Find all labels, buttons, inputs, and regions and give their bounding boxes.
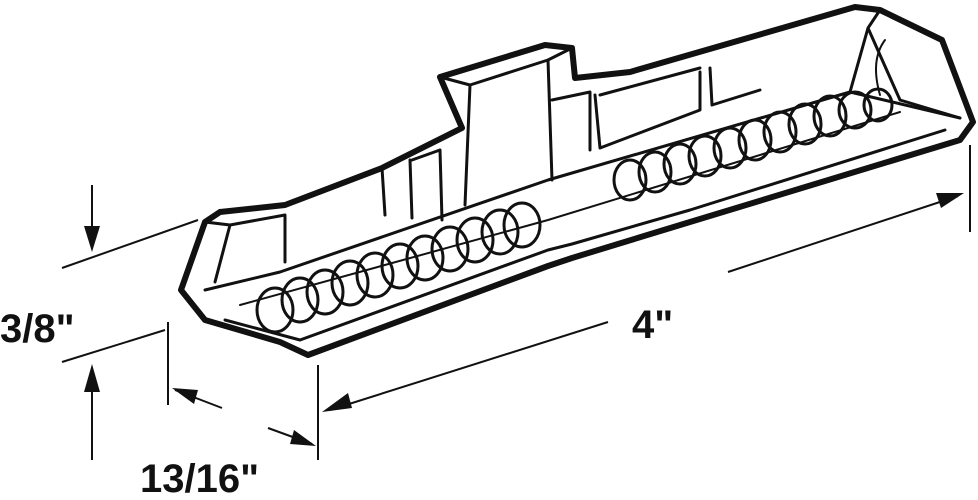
part-left-end-cap	[203, 213, 287, 284]
coil-spring-right	[612, 87, 894, 202]
part-channel-front-edge	[223, 128, 947, 342]
width-arrow-left	[172, 388, 198, 404]
length-dim-line-right	[727, 195, 959, 273]
width-label: 13/16"	[140, 457, 259, 500]
length-dim-line-left	[329, 321, 609, 411]
part-rim-inner-edge	[203, 90, 962, 292]
height-label: 3/8"	[0, 307, 75, 351]
part-right-block	[593, 66, 762, 150]
height-dimension: 3/8"	[0, 185, 199, 460]
height-extension-top	[61, 219, 199, 269]
length-label: 4"	[632, 303, 673, 347]
part-outer-outline	[178, 4, 976, 358]
width-dimension: 13/16"	[140, 322, 316, 500]
coil-spring-left	[255, 201, 542, 334]
part-center-tab	[438, 46, 592, 207]
part-right-end-cap	[848, 8, 962, 120]
length-arrow-right	[936, 193, 964, 208]
spring-slider-part	[178, 4, 976, 358]
height-arrow-bottom	[84, 364, 100, 392]
height-extension-bottom	[61, 329, 166, 363]
length-arrow-left	[322, 393, 352, 412]
height-arrow-top	[84, 226, 100, 252]
part-left-block	[380, 148, 444, 222]
length-dimension: 4"	[317, 145, 971, 460]
width-arrow-right	[290, 430, 316, 446]
part-channel-floor	[239, 111, 901, 306]
